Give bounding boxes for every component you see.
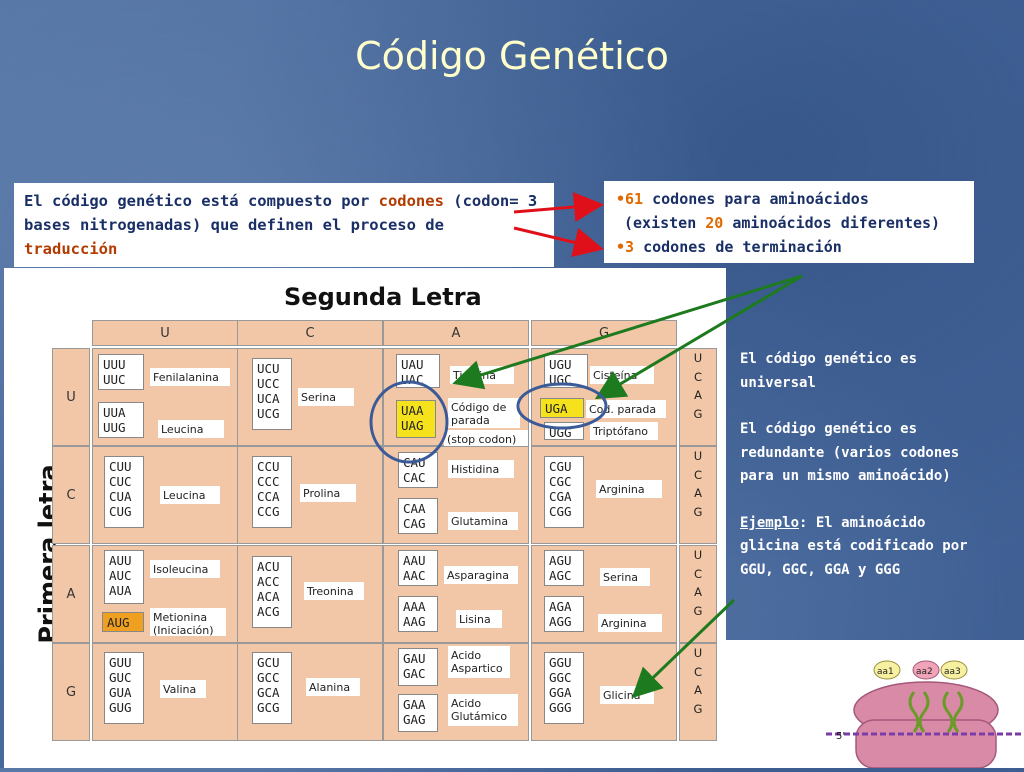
amino-acid-label: Acido Aspartico [448, 646, 510, 678]
ribosome-svg: 5' aa1 aa2 aa3 [826, 660, 1024, 769]
count-line-2: (existen 20 aminoácidos diferentes) [616, 211, 962, 235]
codon-box: ACU ACC ACA ACG [252, 556, 292, 628]
aa1-label: aa1 [877, 667, 894, 677]
note-redundante: El código genético es redundante (varios… [740, 421, 960, 484]
column-header-g: G [531, 320, 677, 346]
row-header-c: C [52, 446, 90, 544]
codon-box: UGG [544, 422, 584, 440]
codon-box: CCU CCC CCA CCG [252, 456, 292, 528]
five-prime-label: 5' [836, 731, 845, 742]
amino-acid-label: Tirosina [450, 366, 514, 384]
amino-acid-label: Metionina (Iniciación) [150, 608, 226, 637]
amino-acid-chain: aa1 aa2 aa3 [873, 660, 968, 680]
intro-codones: codones [378, 192, 444, 210]
amino-acid-label: Isoleucina [150, 560, 220, 578]
column-header-u: U [92, 320, 238, 346]
codon-box: UUU UUC [98, 354, 144, 390]
note-ejemplo: Ejemplo: El aminoácido glicina está codi… [740, 512, 972, 583]
codon-box: AUU AUC AUA [104, 550, 144, 604]
codon-box: AAA AAG [398, 596, 438, 632]
slide-title: Código Genético [355, 34, 669, 78]
third-letter-col: U C A G [679, 545, 717, 643]
amino-acid-label: Serina [600, 568, 650, 586]
amino-acid-label: Glicina [600, 686, 654, 704]
codon-box: AGA AGG [544, 596, 584, 632]
count-line-1: •61 codones para aminoácidos [616, 190, 869, 208]
amino-acid-label: Fenilalanina [150, 368, 230, 386]
aa3-label: aa3 [944, 667, 961, 677]
row-header-g: G [52, 643, 90, 741]
ejemplo-text: : El aminoácido glicina está codificado … [740, 514, 968, 578]
amino-acid-label: Treonina [304, 582, 364, 600]
codon-box: UAU UAC [396, 354, 440, 388]
ejemplo-label: Ejemplo [740, 514, 800, 531]
amino-acid-label: Prolina [300, 484, 356, 502]
amino-acid-label: Glutamina [448, 512, 518, 530]
amino-acid-label: Acido Glutámico [448, 694, 518, 726]
amino-acid-label: Código de parada [448, 398, 520, 428]
second-letter-heading: Segunda Letra [284, 283, 482, 311]
codon-box: CAU CAC [398, 452, 438, 488]
codon-box: CGU CGC CGA CGG [544, 456, 584, 528]
amino-acid-label: Triptófano [590, 422, 658, 440]
row-header-a: A [52, 545, 90, 643]
count-line-1-text: codones para aminoácidos [643, 190, 869, 208]
count-line-2-text: aminoácidos diferentes) [723, 214, 941, 232]
amino-acid-label: Histidina [448, 460, 514, 478]
aa2-label: aa2 [916, 667, 933, 677]
codon-box: GUU GUC GUA GUG [104, 652, 144, 724]
intro-traduccion: traducción [24, 240, 118, 258]
amino-acid-label: Arginina [596, 480, 662, 498]
intro-box: El código genético está compuesto por co… [14, 183, 554, 267]
amino-acid-label: Alanina [306, 678, 360, 696]
third-letter-col: U C A G [679, 643, 717, 741]
amino-acid-label: (stop codon) [444, 430, 528, 446]
column-header-a: A [383, 320, 529, 346]
count-61: 61 [625, 190, 644, 208]
trna-molecules [908, 691, 964, 733]
codon-box: AAU AAC [398, 550, 438, 586]
codon-box: CUU CUC CUA CUG [104, 456, 144, 528]
column-header-c: C [237, 320, 383, 346]
codon-box: AUG [102, 612, 144, 632]
amino-acid-label: Leucina [160, 486, 220, 504]
right-notes: El código genético es universal El códig… [740, 348, 972, 605]
amino-acid-label: Lisina [456, 610, 502, 628]
count-3: 3 [625, 238, 635, 256]
codon-box: GCU GCC GCA GCG [252, 652, 292, 724]
codon-box: UAA UAG [396, 400, 436, 438]
amino-acid-label: Leucina [158, 420, 224, 438]
amino-acid-label: Arginina [598, 614, 662, 632]
row-header-u: U [52, 348, 90, 446]
count-line-3-text: codones de terminación [634, 238, 842, 256]
codon-box: GAU GAC [398, 648, 438, 686]
intro-text-1: El código genético está compuesto por [24, 192, 379, 210]
count-line-2-open: (existen [624, 214, 706, 232]
amino-acid-label: Serina [298, 388, 354, 406]
codon-box: GAA GAG [398, 694, 438, 732]
count-20: 20 [705, 214, 724, 232]
amino-acid-label: Asparagina [444, 566, 518, 584]
count-line-3: •3 codones de terminación [616, 238, 842, 256]
codon-box: UCU UCC UCA UCG [252, 358, 292, 430]
amino-acid-label: Cisteína [590, 366, 654, 384]
note-universal: El código genético es universal [740, 351, 918, 391]
amino-acid-label: Valina [160, 680, 206, 698]
counts-box: •61 codones para aminoácidos (existen 20… [604, 181, 974, 263]
intro-text-2: (codon= 3 bases nitrogenadas) que define… [24, 192, 538, 234]
amino-acid-label: Cod. parada [586, 400, 666, 418]
codon-box: UGU UGC [544, 354, 588, 388]
third-letter-col: U C A G [679, 446, 717, 544]
codon-box: UGA [540, 398, 584, 418]
codon-box: GGU GGC GGA GGG [544, 652, 584, 724]
codon-box: AGU AGC [544, 550, 584, 586]
codon-box: UUA UUG [98, 402, 144, 438]
codon-box: CAA CAG [398, 498, 438, 534]
third-letter-col: U C A G [679, 348, 717, 446]
ribosome-illustration: 5' aa1 aa2 aa3 [726, 640, 1024, 769]
